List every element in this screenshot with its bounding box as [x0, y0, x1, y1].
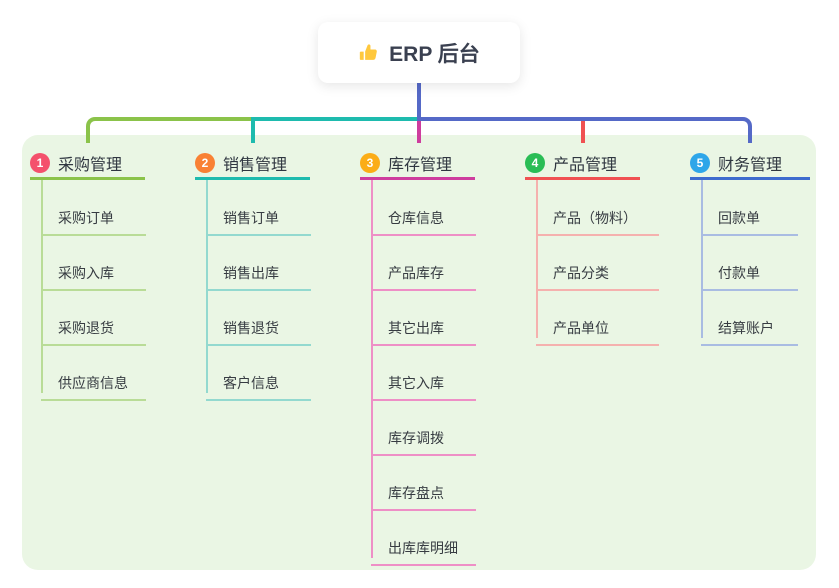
- branch-sales-title[interactable]: 2 销售管理: [195, 149, 310, 180]
- branch-sales-subline: [206, 180, 208, 393]
- node-product-unit[interactable]: 产品单位: [536, 310, 659, 346]
- node-sales-outbound[interactable]: 销售出库: [206, 255, 311, 291]
- node-other-outbound[interactable]: 其它出库: [371, 310, 476, 346]
- node-receipt-bill[interactable]: 回款单: [701, 200, 798, 236]
- node-stock-take[interactable]: 库存盘点: [371, 475, 476, 511]
- node-other-inbound[interactable]: 其它入库: [371, 365, 476, 401]
- node-product-category[interactable]: 产品分类: [536, 255, 659, 291]
- branch-title-label: 财务管理: [718, 157, 783, 174]
- drop-line-product: [581, 121, 585, 143]
- badge-5-icon: 5: [690, 153, 710, 173]
- node-purchase-order[interactable]: 采购订单: [41, 200, 146, 236]
- branch-product-subline: [536, 180, 538, 338]
- node-purchase-inbound[interactable]: 采购入库: [41, 255, 146, 291]
- node-product-material[interactable]: 产品（物料）: [536, 200, 659, 236]
- thumbs-up-icon: [358, 42, 380, 64]
- branch-group-background: [22, 135, 816, 570]
- branch-title-label: 库存管理: [388, 157, 453, 174]
- node-sales-return[interactable]: 销售退货: [206, 310, 311, 346]
- root-connector-line: [417, 83, 421, 119]
- branch-title-label: 产品管理: [553, 157, 618, 174]
- node-warehouse-info[interactable]: 仓库信息: [371, 200, 476, 236]
- branch-title-label: 销售管理: [223, 157, 288, 174]
- branch-title-label: 采购管理: [58, 157, 123, 174]
- node-stock-transfer[interactable]: 库存调拨: [371, 420, 476, 456]
- drop-line-sales: [251, 117, 255, 143]
- branch-product-title[interactable]: 4 产品管理: [525, 149, 640, 180]
- branch-purchase-title[interactable]: 1 采购管理: [30, 149, 145, 180]
- badge-3-icon: 3: [360, 153, 380, 173]
- rail-right-blue-line: [417, 117, 752, 143]
- badge-2-icon: 2: [195, 153, 215, 173]
- badge-4-icon: 4: [525, 153, 545, 173]
- node-in-out-detail[interactable]: 出库库明细: [371, 530, 476, 566]
- node-supplier-info[interactable]: 供应商信息: [41, 365, 146, 401]
- node-sales-order[interactable]: 销售订单: [206, 200, 311, 236]
- rail-mid-teal-line: [255, 117, 419, 121]
- rail-left-green-line: [86, 117, 251, 143]
- root-node-label: ERP 后台: [389, 42, 480, 66]
- node-settlement-account[interactable]: 结算账户: [701, 310, 798, 346]
- node-payment-bill[interactable]: 付款单: [701, 255, 798, 291]
- branch-inventory-title[interactable]: 3 库存管理: [360, 149, 475, 180]
- badge-1-icon: 1: [30, 153, 50, 173]
- node-customer-info[interactable]: 客户信息: [206, 365, 311, 401]
- node-purchase-return[interactable]: 采购退货: [41, 310, 146, 346]
- branch-finance-title[interactable]: 5 财务管理: [690, 149, 810, 180]
- node-product-stock[interactable]: 产品库存: [371, 255, 476, 291]
- root-node[interactable]: ERP 后台: [318, 22, 520, 83]
- branch-purchase-subline: [41, 180, 43, 393]
- drop-line-inventory: [417, 121, 421, 143]
- branch-finance-subline: [701, 180, 703, 338]
- branch-inventory-subline: [371, 180, 373, 558]
